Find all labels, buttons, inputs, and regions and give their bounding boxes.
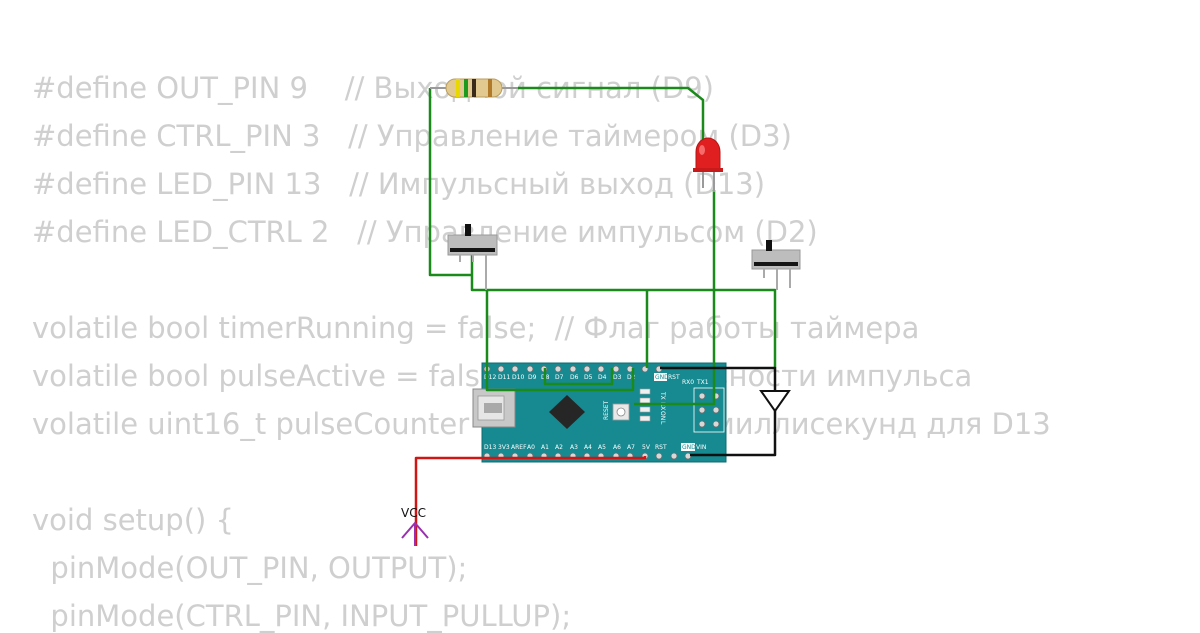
pin-label: D5 [584,374,593,381]
code-line: void setup() { [32,503,234,537]
pin-label: 5V [642,444,651,451]
pin-label: RST [668,374,680,381]
green-wires [428,86,777,406]
pin-label: 3V3 [498,444,510,451]
pin-label: D10 [512,374,524,381]
top-header-pins [483,365,663,373]
wire-switch-rail [470,240,777,368]
serial-label: TX1 [696,379,709,386]
vcc-icon [401,521,429,546]
pin-label: D11 [498,374,510,381]
led-label: ON [659,411,666,420]
pin-label: VIN [696,444,706,451]
arduino-nano-board[interactable]: D12 D11 D10 D9 D8 D7 D6 D5 D4 D3 D2 GND … [472,362,727,463]
wire-resistor-to-switch [428,88,472,277]
pin-label: RST [655,444,667,451]
top-pin-labels: D12 D11 D10 D9 D8 D7 D6 D5 D4 D3 D2 GND … [484,373,709,386]
pin-label: A1 [541,444,549,451]
code-line: #define CTRL_PIN 3 // Управление таймеро… [32,119,792,153]
pin-label: GND [682,444,696,451]
code-line: pinMode(OUT_PIN, OUTPUT); [32,551,468,585]
led-label: TX [659,391,666,400]
pin-label: D3 [613,374,622,381]
code-line: volatile bool timerRunning = false; // Ф… [32,311,920,345]
pin-label: D2 [627,374,636,381]
bottom-pin-labels: D13 3V3 AREF A0 A1 A2 A3 A4 A5 A6 A7 5V … [484,443,706,451]
vcc-wire [414,456,647,546]
pin-label: D9 [528,374,537,381]
pin-label: D7 [555,374,564,381]
resistor[interactable] [430,78,518,98]
code-line: #define LED_PIN 13 // Импульсный выход (… [32,167,766,201]
led-label: RX [659,402,666,410]
microcontroller-chip [549,395,585,429]
gnd-label-bg [654,373,667,381]
pin-label: A7 [627,444,635,451]
wire-led-to-d13 [634,190,716,406]
code-line: #define LED_CTRL 2 // Управление импульс… [32,215,818,249]
ground-icon [759,390,791,413]
reset-button[interactable] [612,403,630,421]
wire-gnd-bottom [690,410,777,457]
code-line: pinMode(CTRL_PIN, INPUT_PULLUP); [32,599,572,633]
vcc-label: VCC [401,506,426,520]
pin-label: A0 [527,444,535,451]
pin-label: A3 [570,444,578,451]
pin-label: AREF [511,444,527,451]
wire-d8-loop [543,368,614,386]
pin-label: A5 [598,444,606,451]
red-led[interactable] [693,137,723,192]
led-label: L [659,421,666,425]
slide-switch-left[interactable] [447,224,498,290]
pin-label: D12 [484,374,496,381]
gnd-label-bg [681,443,695,451]
pin-label: D4 [598,374,607,381]
pin-label: A2 [555,444,563,451]
wire-d12-loop [485,290,635,392]
pin-label: GND [655,374,669,381]
pin-label: D6 [570,374,579,381]
serial-label: RX0 [682,379,694,386]
wire-resistor-to-led [518,86,705,148]
pin-label: A6 [613,444,621,451]
pin-label: A4 [584,444,592,451]
pin-label: D13 [484,444,496,451]
reset-label: RESET [603,400,610,420]
usb-connector [472,388,516,428]
slide-switch-right[interactable] [751,240,801,290]
